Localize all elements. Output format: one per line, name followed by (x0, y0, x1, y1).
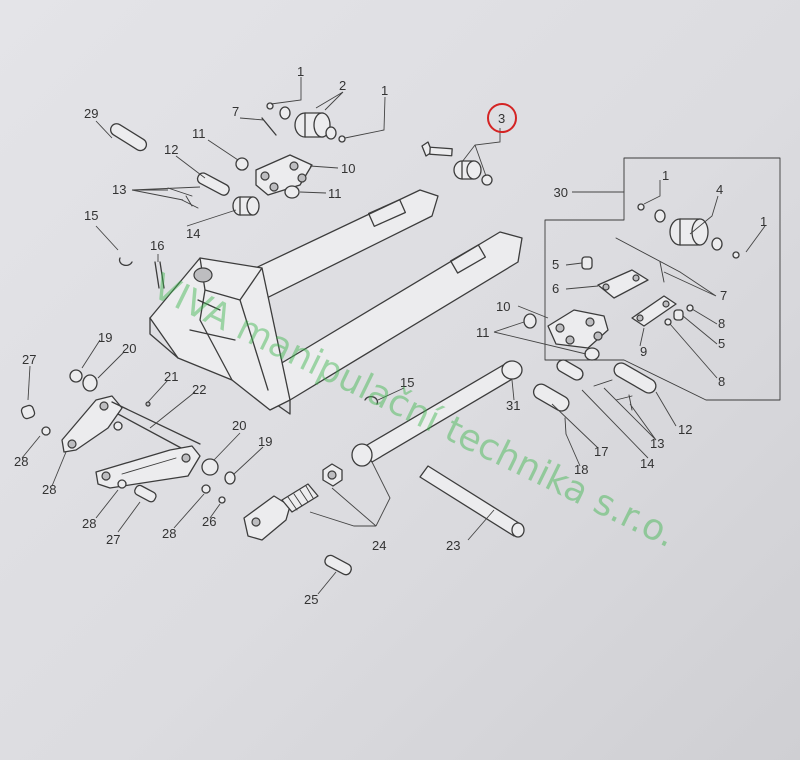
label-6: 6 (552, 281, 559, 296)
label-21: 21 (164, 369, 178, 384)
label-9: 9 (640, 344, 647, 359)
part-29-pin (110, 123, 148, 152)
part-11-washer (279, 106, 291, 120)
part-11-washer (235, 157, 249, 171)
label-13: 13 (650, 436, 664, 451)
label-15: 15 (84, 208, 98, 223)
label-8: 8 (718, 316, 725, 331)
label-20: 20 (122, 341, 136, 356)
label-26: 26 (202, 514, 216, 529)
part-10-bracket (255, 154, 313, 196)
label-3: 3 (498, 111, 505, 126)
label-7: 7 (232, 104, 239, 119)
pallet-truck-frame (149, 189, 523, 415)
label-29: 29 (84, 106, 98, 121)
part-15-circlip-2 (364, 395, 379, 405)
label-28: 28 (14, 454, 28, 469)
label-1: 1 (760, 214, 767, 229)
label-19: 19 (98, 330, 112, 345)
label-28: 28 (162, 526, 176, 541)
pump-group-parts (110, 102, 346, 289)
callout-labels: 1 2 1 29 7 3 11 12 10 11 13 30 1 4 1 14 … (14, 64, 767, 607)
part-3-bolt-bushing (421, 141, 493, 186)
part-23-tube (419, 465, 525, 538)
detail-box-30 (544, 157, 781, 401)
label-10: 10 (496, 299, 510, 314)
label-1: 1 (297, 64, 304, 79)
label-18: 18 (574, 462, 588, 477)
label-14: 14 (186, 226, 200, 241)
label-22: 22 (192, 382, 206, 397)
label-4: 4 (716, 182, 723, 197)
label-11: 11 (192, 126, 206, 141)
label-25: 25 (304, 592, 318, 607)
part-11-washer (325, 126, 337, 140)
highlight-ring (487, 103, 517, 133)
label-30: 30 (554, 185, 568, 200)
label-15: 15 (400, 375, 414, 390)
label-8: 8 (718, 374, 725, 389)
part-14-roller (232, 196, 260, 216)
label-17: 17 (594, 444, 608, 459)
label-28: 28 (42, 482, 56, 497)
label-16: 16 (150, 238, 164, 253)
part-25-pin (324, 554, 352, 576)
label-13: 13 (112, 182, 126, 197)
label-19: 19 (258, 434, 272, 449)
part-31-axle (351, 360, 523, 467)
label-28: 28 (82, 516, 96, 531)
label-1: 1 (381, 83, 388, 98)
part-10-bracket-lower (523, 309, 609, 361)
label-14: 14 (640, 456, 654, 471)
label-2: 2 (339, 78, 346, 93)
part-1-ring (338, 135, 346, 143)
part-16-pin (154, 261, 160, 289)
label-20: 20 (232, 418, 246, 433)
label-27: 27 (22, 352, 36, 367)
part-15-circlip (118, 257, 133, 267)
part-7-pin (261, 117, 277, 136)
label-1: 1 (662, 168, 669, 183)
label-12: 12 (164, 142, 178, 157)
part-2-bushing (294, 112, 331, 138)
label-23: 23 (446, 538, 460, 553)
label-11: 11 (328, 186, 342, 201)
leader-lines (21, 77, 766, 595)
label-10: 10 (341, 161, 355, 176)
label-31: 31 (506, 398, 520, 413)
label-5: 5 (718, 336, 725, 351)
label-12: 12 (678, 422, 692, 437)
label-24: 24 (372, 538, 386, 553)
axle-pins-group (532, 359, 657, 435)
part-11-washer (284, 185, 300, 199)
label-7: 7 (720, 288, 727, 303)
label-11: 11 (476, 325, 490, 340)
lever-assembly (20, 369, 236, 504)
label-27: 27 (106, 532, 120, 547)
label-5: 5 (552, 257, 559, 272)
part-1-ring (266, 102, 274, 110)
part-24-clevis-rod (243, 463, 343, 541)
